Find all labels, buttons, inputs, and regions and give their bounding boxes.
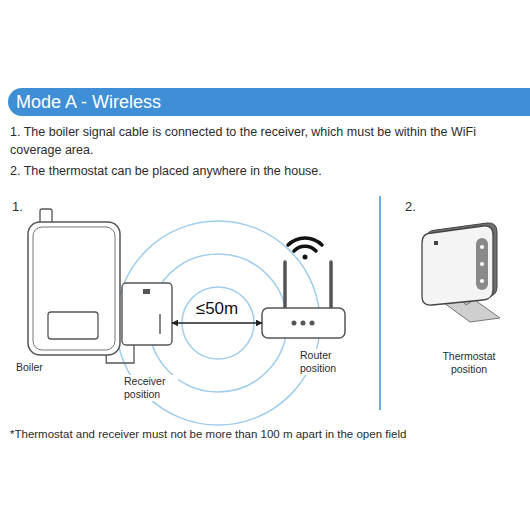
device-node: Receiver position: [122, 283, 172, 345]
position-label: Boiler: [14, 361, 68, 374]
position-label: Receiver position: [122, 375, 178, 401]
distance-arrow: [172, 322, 262, 324]
device-node: Thermostat position: [422, 222, 498, 306]
position-label: Thermostat position: [438, 350, 500, 376]
title-band: [8, 88, 530, 116]
wifi-symbol: [288, 238, 322, 260]
thermostat-drawing: [422, 223, 500, 322]
receiver-drawing: [122, 283, 172, 345]
note-text: *Thermostat and receiver must not be mor…: [10, 427, 525, 442]
device-node: Router position: [262, 308, 345, 338]
device-node: Boiler: [28, 222, 120, 355]
divider: [379, 196, 381, 410]
title: Mode A - Wireless: [16, 91, 161, 113]
signal-cable: [106, 345, 134, 363]
edge-label: ≤50m: [194, 299, 240, 319]
note-text: 1.: [12, 199, 23, 215]
router-drawing: [262, 262, 345, 338]
note-text: 2.: [405, 199, 416, 215]
position-label: Router position: [298, 349, 352, 375]
boiler-drawing: [28, 209, 120, 355]
note-text: 1. The boiler signal cable is connected …: [10, 123, 522, 159]
note-text: 2. The thermostat can be placed anywhere…: [10, 162, 522, 180]
